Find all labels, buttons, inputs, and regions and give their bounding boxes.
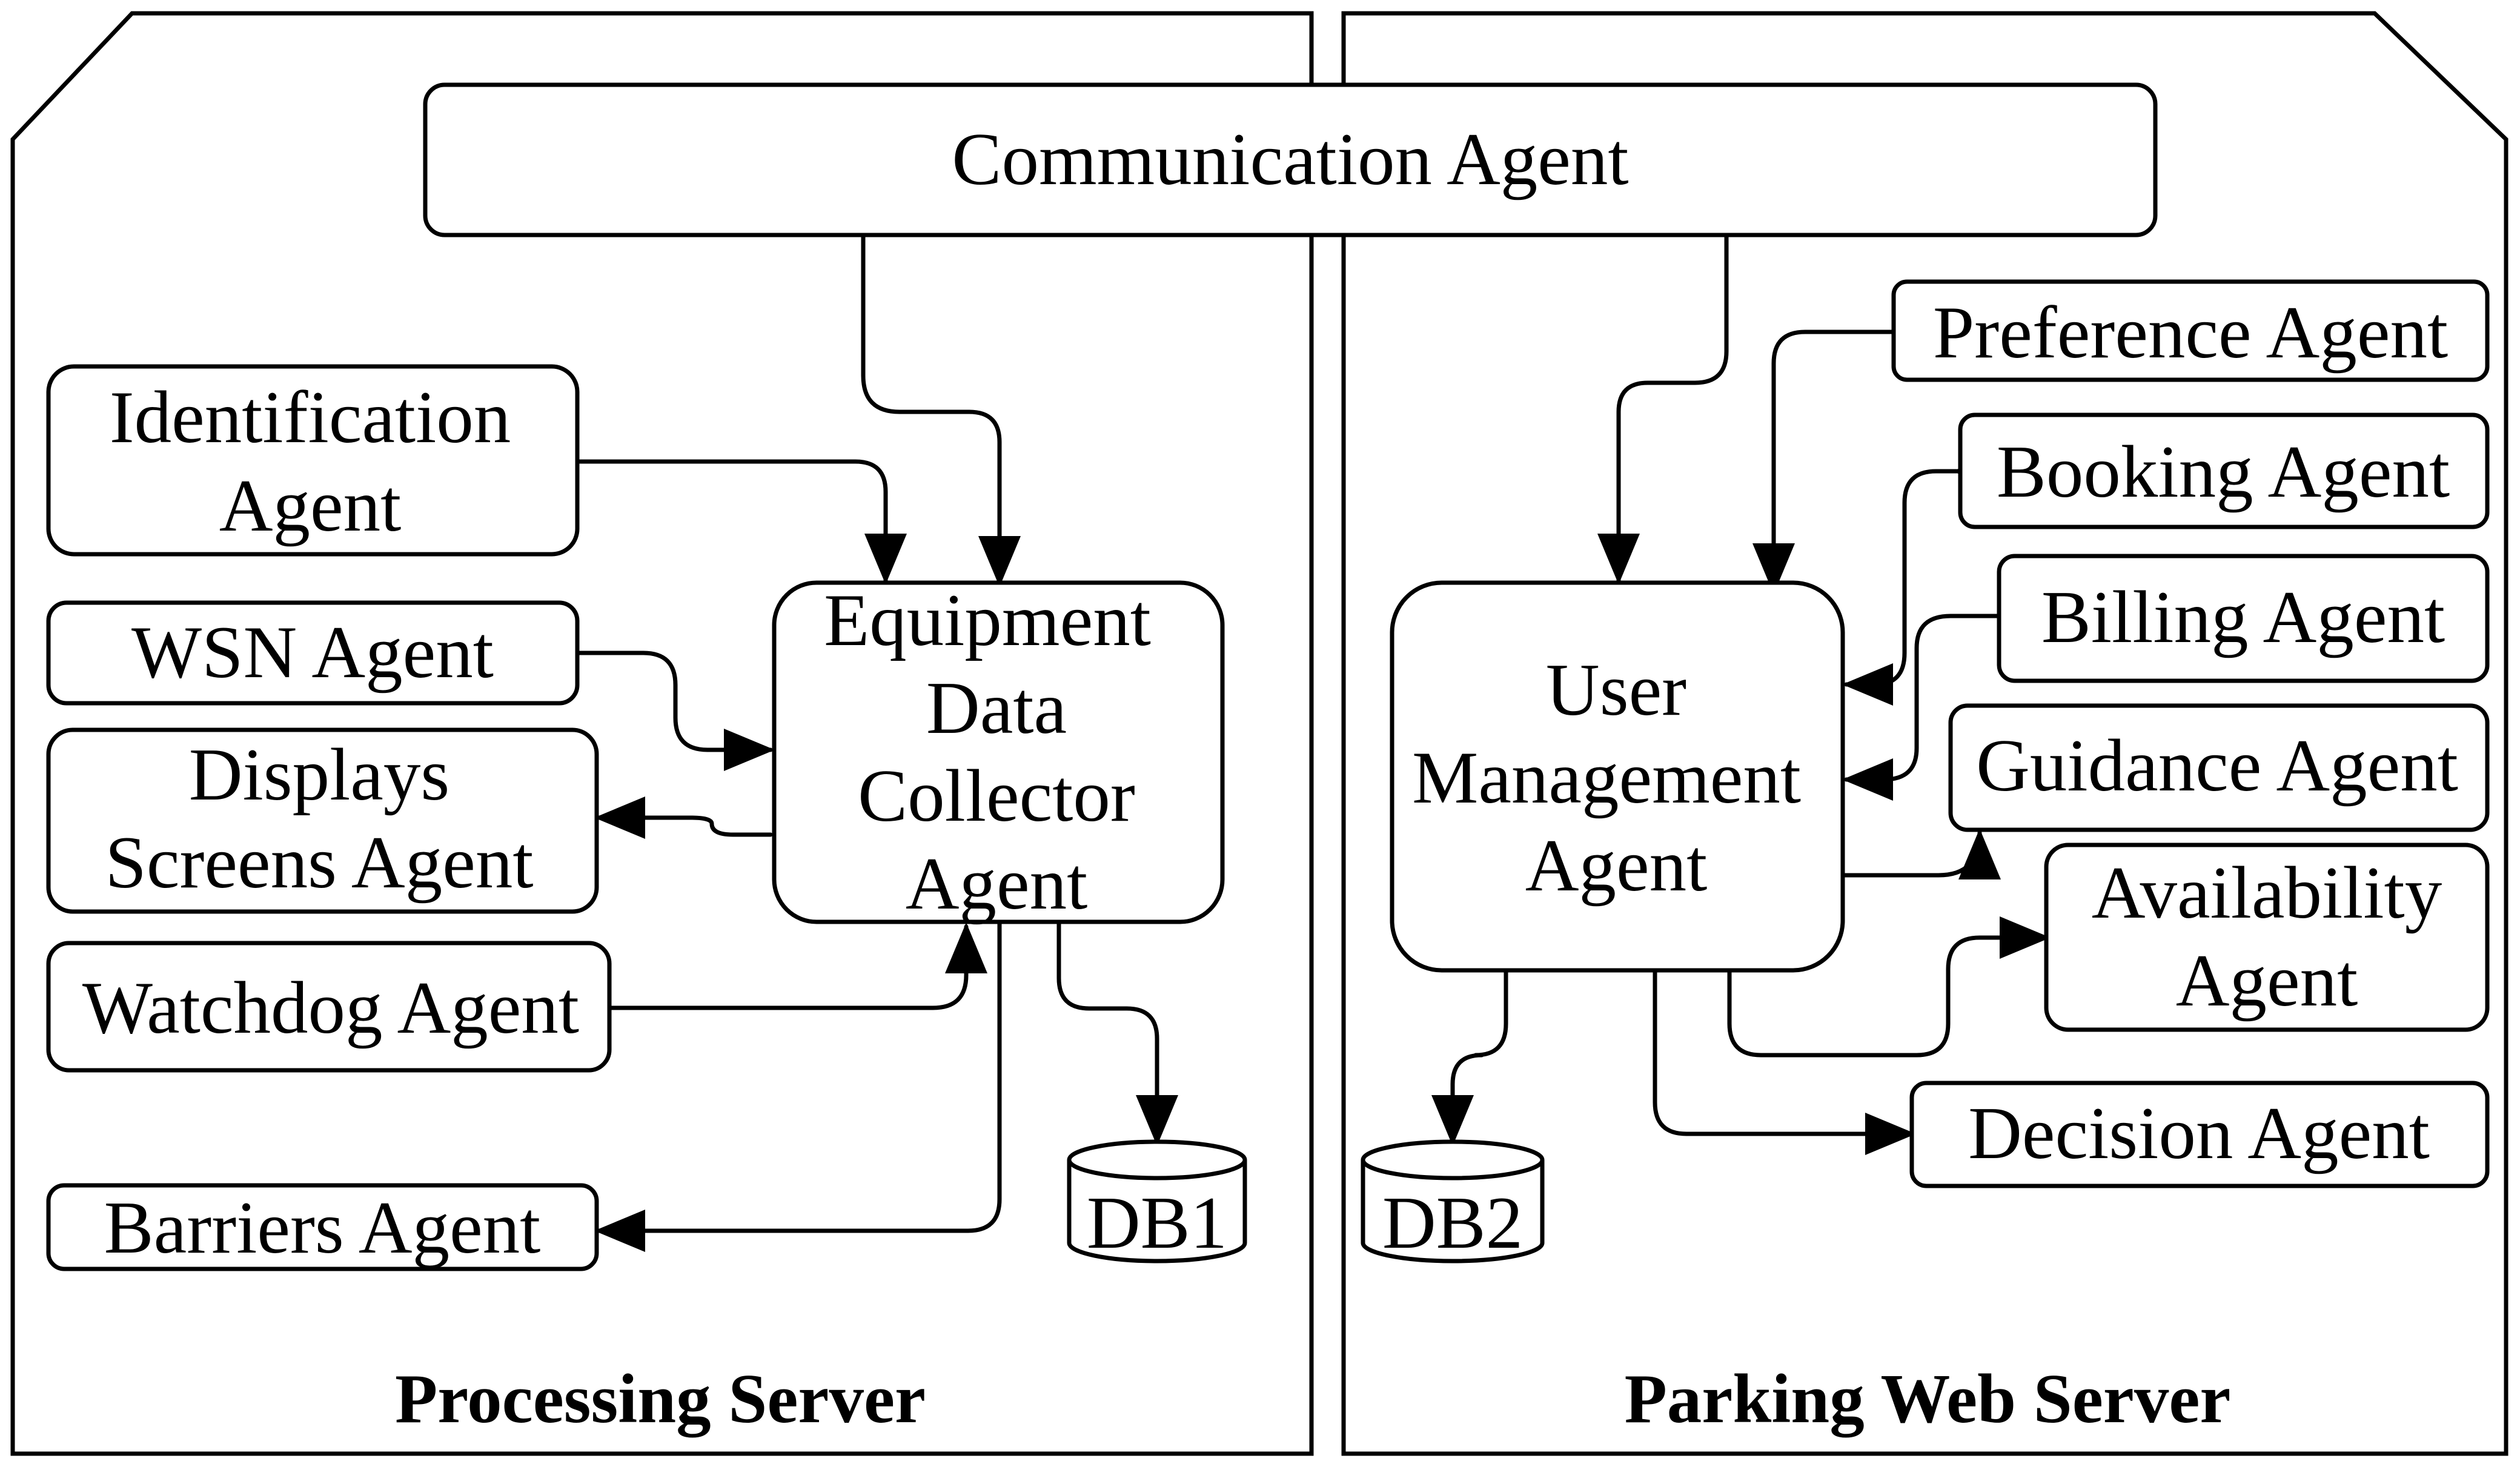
user-agent-label-line2: Management bbox=[1412, 736, 1801, 819]
identification-agent-label-line2: Agent bbox=[219, 464, 402, 547]
user-to-guidance bbox=[1840, 829, 2001, 880]
displays-screens-agent[interactable]: Displays Screens Agent bbox=[46, 727, 599, 914]
booking-agent[interactable]: Booking Agent bbox=[1958, 412, 2490, 529]
equipment-to-displays bbox=[594, 796, 773, 839]
user-decision-link bbox=[1634, 922, 1916, 1155]
displays-agent-label-line1: Displays bbox=[189, 733, 450, 816]
parking-web-server-title: Parking Web Server bbox=[1625, 1360, 2231, 1437]
communication-agent-label: Communication Agent bbox=[952, 118, 1628, 200]
equipment-agent-label-line1: Equipment bbox=[824, 578, 1151, 661]
identification-agent[interactable]: Identification Agent bbox=[46, 364, 580, 557]
equipment-to-barriers bbox=[594, 918, 1002, 1252]
wsn-to-equipment bbox=[575, 651, 775, 771]
guidance-agent[interactable]: Guidance Agent bbox=[1948, 703, 2490, 832]
preference-to-user bbox=[1752, 329, 1896, 594]
user-agent-label-line3: Agent bbox=[1525, 824, 1708, 907]
identification-agent-label-line1: Identification bbox=[110, 376, 511, 459]
db2-label: DB2 bbox=[1382, 1181, 1523, 1264]
guidance-agent-label: Guidance Agent bbox=[1976, 724, 2458, 807]
billing-agent-label: Billing Agent bbox=[2041, 575, 2445, 658]
decision-agent-label: Decision Agent bbox=[1968, 1091, 2430, 1174]
user-agent-label-line1: User bbox=[1546, 648, 1686, 731]
user-management-agent[interactable]: User Management Agent bbox=[1390, 580, 1845, 973]
booking-agent-label: Booking Agent bbox=[1997, 430, 2450, 513]
equipment-data-collector-agent[interactable]: Equipment Data Collector Agent bbox=[772, 578, 1225, 925]
availability-agent-label-line1: Availability bbox=[2092, 851, 2442, 934]
wsn-agent[interactable]: WSN Agent bbox=[46, 600, 580, 706]
identification-to-equipment bbox=[575, 459, 907, 584]
equipment-agent-label-line3: Collector bbox=[858, 754, 1135, 837]
db1-database[interactable]: DB1 bbox=[1067, 1139, 1247, 1264]
equipment-to-db1 bbox=[1056, 919, 1178, 1146]
availability-agent[interactable]: Availability Agent bbox=[2044, 843, 2490, 1032]
billing-agent[interactable]: Billing Agent bbox=[1997, 554, 2490, 683]
decision-agent[interactable]: Decision Agent bbox=[1909, 1081, 2490, 1188]
equipment-agent-label-line4: Agent bbox=[906, 842, 1088, 925]
barriers-agent-label: Barriers Agent bbox=[104, 1186, 541, 1269]
communication-agent[interactable]: Communication Agent bbox=[423, 82, 2158, 237]
availability-agent-label-line2: Agent bbox=[2176, 939, 2358, 1022]
displays-agent-label-line2: Screens Agent bbox=[105, 821, 533, 904]
watchdog-to-equipment bbox=[607, 922, 987, 1010]
db1-label: DB1 bbox=[1087, 1181, 1227, 1264]
preference-agent[interactable]: Preference Agent bbox=[1891, 279, 2490, 382]
comm-equipment-link bbox=[842, 188, 1021, 587]
watchdog-agent-label: Watchdog Agent bbox=[82, 966, 579, 1049]
equipment-agent-label-line2: Data bbox=[926, 666, 1067, 749]
user-to-db2 bbox=[1431, 968, 1508, 1146]
processing-server-title: Processing Server bbox=[395, 1360, 926, 1437]
db2-database[interactable]: DB2 bbox=[1361, 1139, 1545, 1264]
billing-user-link bbox=[1842, 595, 2046, 801]
preference-agent-label: Preference Agent bbox=[1933, 291, 2448, 374]
wsn-agent-label: WSN Agent bbox=[131, 611, 494, 694]
watchdog-agent[interactable]: Watchdog Agent bbox=[46, 941, 612, 1073]
connectors bbox=[575, 188, 2051, 1252]
barriers-agent[interactable]: Barriers Agent bbox=[46, 1183, 599, 1271]
comm-user-link bbox=[1597, 188, 1748, 584]
